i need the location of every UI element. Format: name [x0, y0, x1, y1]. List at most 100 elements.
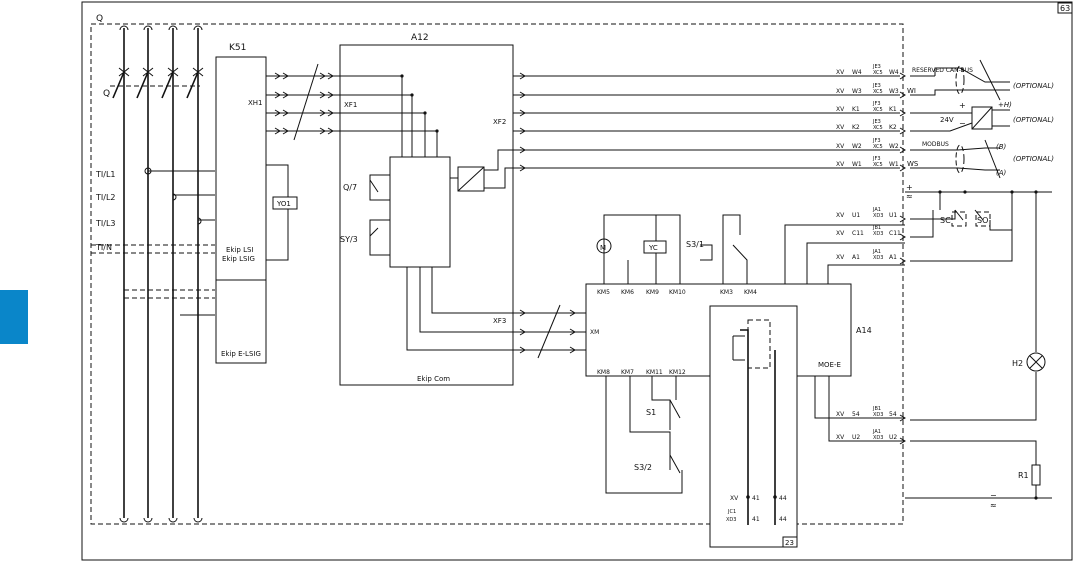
a14-label: A14: [856, 326, 872, 335]
xf3-label: XF3: [493, 317, 506, 325]
reserved-can-bus: RESERVED CAN-BUS: [912, 67, 973, 74]
xf1-label: XF1: [344, 101, 357, 109]
bus-row-connector: JE3: [872, 64, 881, 70]
box-23-tag: [782, 536, 798, 548]
bus-row-pin: W4: [889, 69, 899, 76]
aux-row-connector: JB1: [872, 225, 881, 231]
aux-row-xc: XD3: [873, 412, 883, 418]
bus-row-pin: W2: [889, 143, 899, 150]
minus-label: −: [959, 119, 966, 128]
aux-supply: [905, 190, 1052, 500]
s3-2-label: S3/2: [634, 463, 652, 472]
plus-label: +: [959, 101, 966, 110]
bus-row-pin: K1: [889, 106, 897, 113]
s3-1-label: S3/1: [686, 240, 704, 249]
aux-row-xv: XV: [836, 254, 845, 261]
km-top-label: KM5: [597, 289, 610, 296]
bus-row-w: K1: [852, 106, 860, 113]
bus-row-pin: W1: [889, 161, 899, 168]
xm-label: XM: [590, 329, 599, 336]
aux-row-pin: 54: [889, 411, 897, 418]
bus-row-terminal: [899, 146, 906, 154]
a14-bottom-wiring: [605, 376, 905, 494]
km-bottom-label: KM12: [669, 369, 686, 376]
a12-label: A12: [411, 33, 429, 43]
km-top-label: KM6: [621, 289, 634, 296]
aux-row-connector: JA1: [872, 429, 881, 435]
bus-row-terminal: [899, 109, 906, 117]
bus-row-xc: XC5: [873, 107, 883, 113]
bus-row-xv: XV: [836, 143, 845, 150]
v24-label: 24V: [940, 116, 954, 124]
aux-row-xv: XV: [836, 434, 845, 441]
ekip-lsi-label: Ekip LSI: [226, 246, 254, 254]
page-number: 63: [1060, 4, 1070, 13]
aux-row-w: 54: [852, 411, 860, 418]
bracket-a: (A): [996, 169, 1007, 177]
h2-label: H2: [1012, 359, 1023, 368]
km-top-label: KM10: [669, 289, 686, 296]
plus-h-label: +H): [998, 101, 1012, 109]
q-switch-label: Q: [103, 89, 110, 99]
jc1-p41: 41: [752, 495, 760, 502]
xf2-label: XF2: [493, 118, 506, 126]
external-bus: [910, 59, 1010, 179]
a12-internal-wiring: [340, 74, 513, 351]
aux-row-terminal: [899, 215, 906, 223]
page-number-box: [1057, 2, 1073, 14]
bracket-b: (B): [996, 143, 1007, 151]
sc-label: SC: [940, 216, 951, 225]
bus-lines: [530, 75, 900, 169]
aux-row-pin: U1: [889, 212, 897, 219]
jc1-q41: 41: [752, 516, 760, 523]
bus-row-w: K2: [852, 124, 860, 131]
bus-row-connector: JE3: [872, 83, 881, 89]
so-label: SO: [977, 216, 988, 225]
jc1-xd: XD3: [726, 517, 736, 523]
sensor-l2: TI/L2: [95, 193, 116, 202]
ekip-elsig-label: Ekip E-LSIG: [221, 350, 261, 358]
bus-row-w: W4: [852, 69, 862, 76]
bus-row-xc: XC5: [873, 162, 883, 168]
ekip-lsig-label: Ekip LSIG: [222, 255, 255, 263]
bus-row-terminal: [899, 91, 906, 99]
moe-e-label: MOE-E: [818, 361, 841, 369]
bus-row-xc: XC5: [873, 125, 883, 131]
q-top-label: Q: [96, 14, 103, 24]
bus-row-label: WS: [907, 160, 919, 168]
bus-row-w: W2: [852, 143, 862, 150]
ekip-com-label: Ekip Com: [417, 375, 450, 383]
page-frame: [81, 1, 1073, 561]
bus-row-xv: XV: [836, 88, 845, 95]
aux-row-w: C11: [852, 230, 864, 237]
box-23: [709, 305, 798, 548]
aux-row-w: U1: [852, 212, 860, 219]
bus-row-connector: JF3: [872, 101, 881, 107]
a12-logic-block: [389, 156, 451, 268]
q7-label: Q/7: [343, 183, 357, 192]
bus-row-xv: XV: [836, 106, 845, 113]
aux-row-connector: JA1: [872, 207, 881, 213]
aux-row-w: A1: [852, 254, 860, 261]
section-tab: [0, 290, 28, 344]
yo1-wire: [266, 164, 289, 261]
k51-trip-unit: [215, 56, 267, 364]
ac-bot: ≈: [990, 501, 997, 510]
ac-top: ≈: [906, 192, 913, 201]
bus-row-xv: XV: [836, 124, 845, 131]
aux-row-xc: XD3: [873, 231, 883, 237]
km-top-label: KM9: [646, 289, 659, 296]
bus-row-terminal: [899, 127, 906, 135]
optional-3: (OPTIONAL): [1013, 155, 1054, 163]
sensor-l1: TI/L1: [95, 170, 116, 179]
jc1-xv: XV: [730, 495, 739, 502]
bus-row-pin: K2: [889, 124, 897, 131]
bus-row-terminal: [899, 72, 906, 80]
current-sensors: [91, 167, 215, 316]
km-top-label: KM4: [744, 289, 757, 296]
k51-connectors: [266, 63, 340, 141]
aux-row-xv: XV: [836, 212, 845, 219]
